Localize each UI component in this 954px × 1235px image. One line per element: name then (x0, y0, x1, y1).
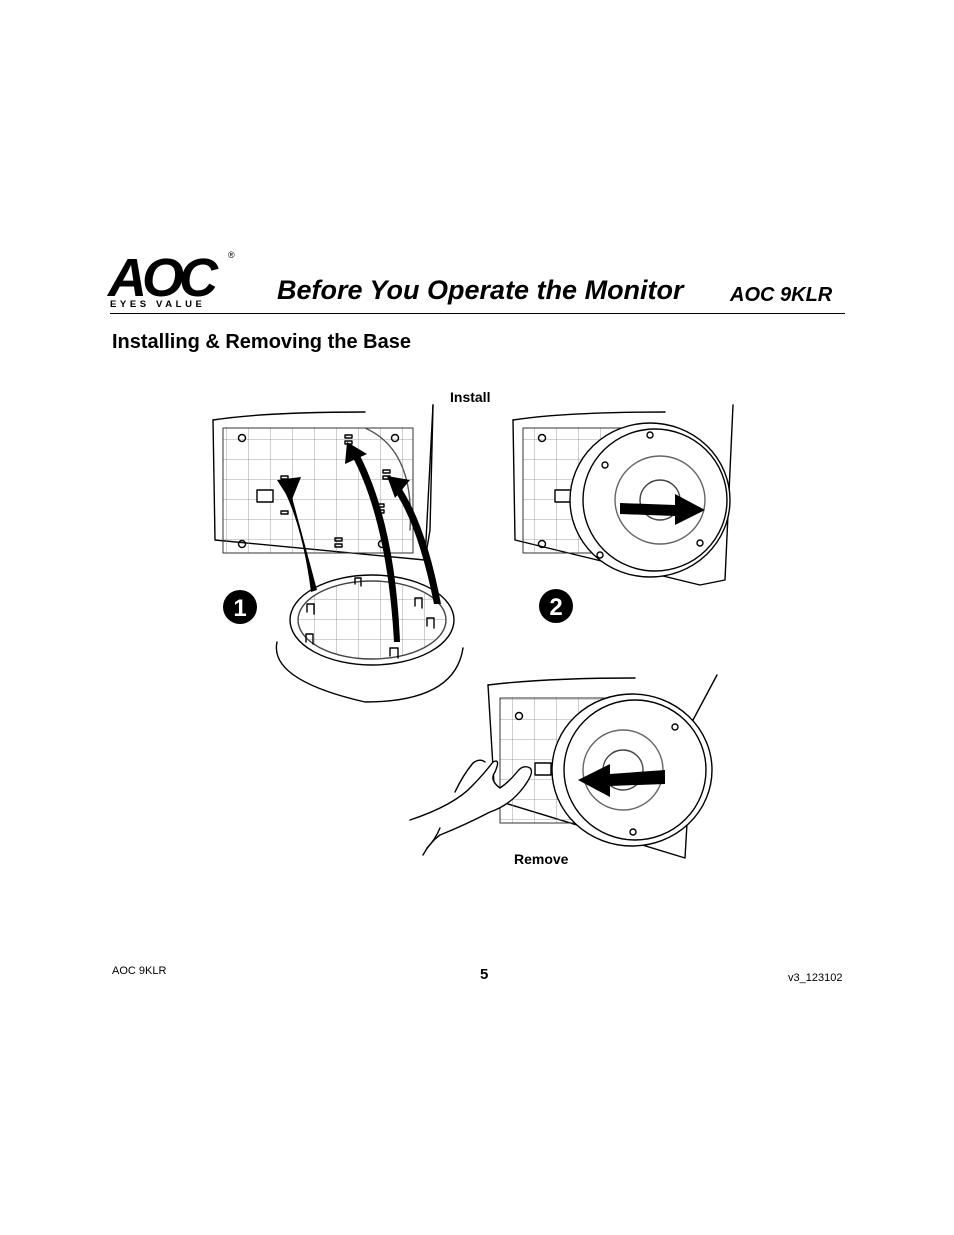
remove-label: Remove (514, 851, 569, 867)
footer-version: v3_123102 (788, 972, 843, 984)
base-installation-illustration: 1 2 (205, 380, 740, 872)
install-label: Install (450, 389, 491, 405)
model-name: AOC 9KLR (730, 284, 833, 306)
section-title: Installing & Removing the Base (112, 331, 411, 353)
lift-arrows (277, 442, 441, 642)
monitor-bottom-panel-3 (487, 674, 718, 859)
page-number: 5 (480, 966, 489, 983)
registered-mark: ® (228, 250, 235, 260)
base-pedestal (275, 574, 464, 703)
hand (409, 759, 533, 856)
page-title: Before You Operate the Monitor (277, 275, 684, 305)
aoc-logo: AOC ® EYES VALUE (108, 250, 240, 312)
footer-model: AOC 9KLR (112, 965, 167, 977)
step-2-number: 2 (549, 594, 562, 621)
header-divider (110, 313, 845, 314)
logo-wordmark: AOC (108, 248, 218, 308)
step-1-badge: 1 (223, 590, 257, 624)
step-2-badge: 2 (539, 589, 573, 623)
monitor-bottom-panel-2 (512, 404, 734, 586)
logo-tagline: EYES VALUE (110, 299, 206, 310)
step-1-number: 1 (233, 595, 246, 622)
